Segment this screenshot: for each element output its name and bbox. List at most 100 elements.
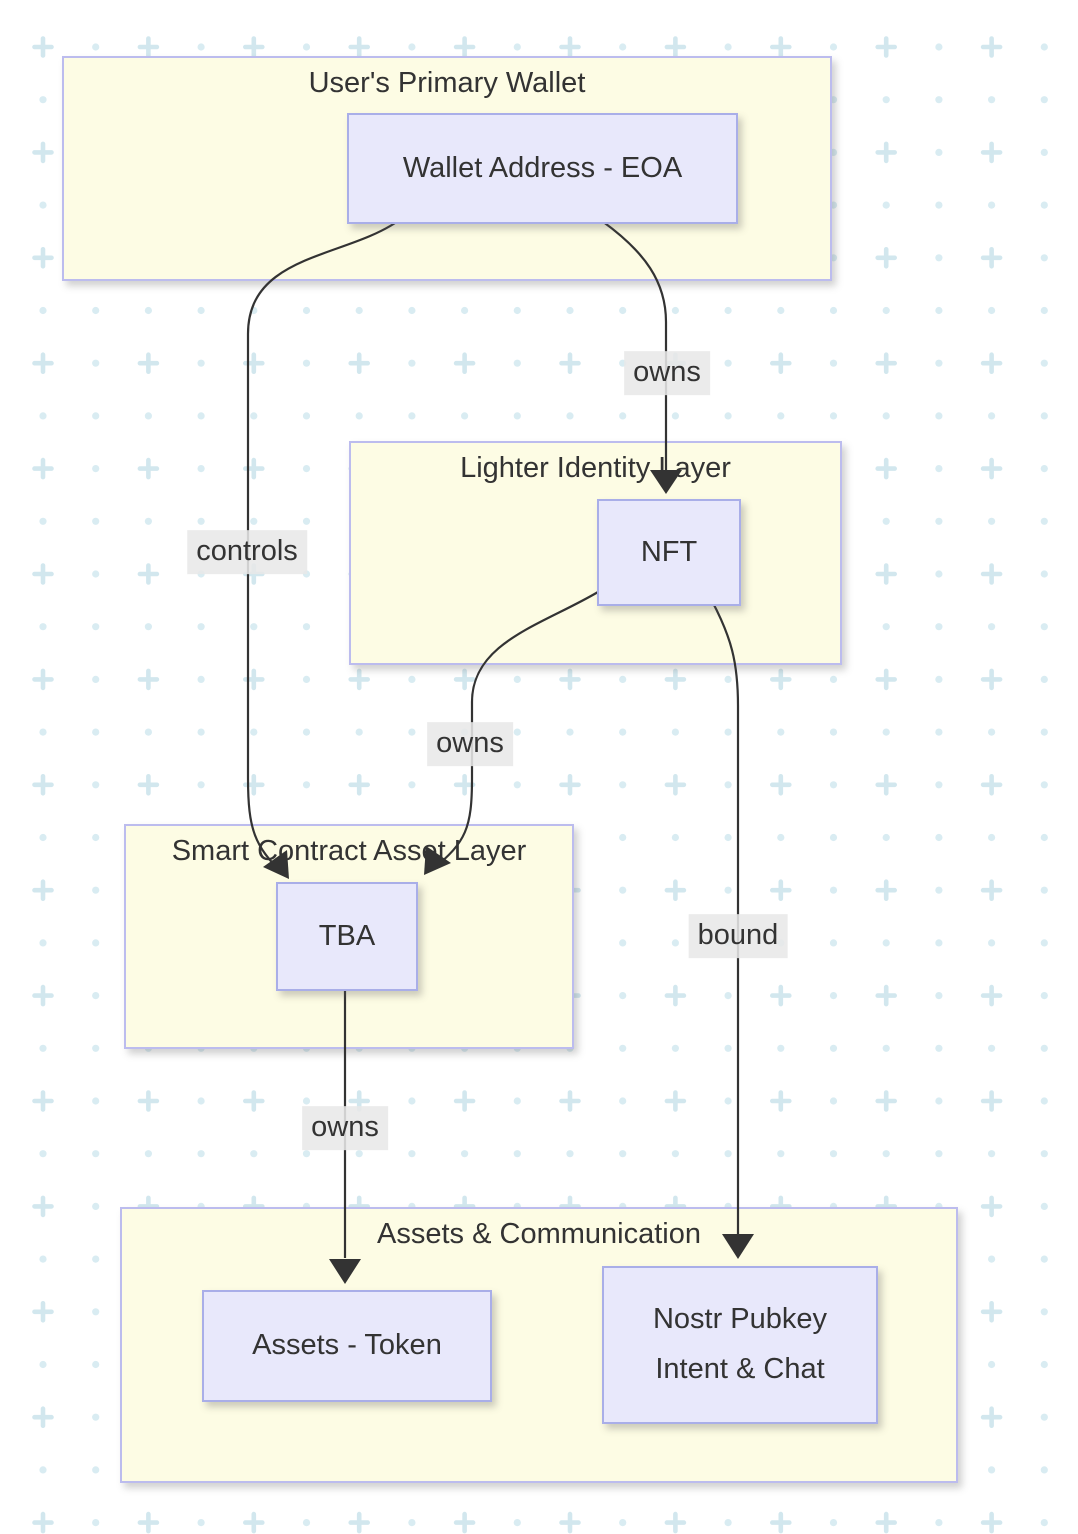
grid-dot: [408, 781, 416, 789]
grid-dot: [302, 412, 311, 420]
grid-dot: [513, 306, 521, 315]
grid-dot: [1040, 939, 1048, 947]
grid-dot: [39, 833, 47, 842]
grid-dot: [724, 833, 732, 842]
grid-dot: [671, 412, 680, 420]
cluster-title-users-primary-wallet: User's Primary Wallet: [308, 67, 586, 99]
grid-dot: [92, 359, 100, 367]
grid-dot: [619, 1044, 627, 1052]
grid-dot: [92, 1360, 100, 1369]
grid-dot: [671, 728, 680, 736]
node-label-nft: NFT: [640, 535, 698, 568]
node-tba: TBA: [276, 882, 418, 991]
grid-dot: [724, 1519, 732, 1527]
grid-dot: [1040, 201, 1048, 209]
grid-dot: [619, 1097, 627, 1105]
grid-dot: [92, 939, 100, 947]
grid-dot: [777, 1150, 785, 1158]
grid-dot: [1040, 886, 1048, 894]
grid-dot: [39, 306, 47, 315]
node-nft: NFT: [597, 499, 741, 606]
grid-dot: [777, 412, 785, 420]
grid-dot: [92, 728, 100, 736]
grid-dot: [1040, 1519, 1048, 1527]
grid-dot: [724, 1097, 732, 1105]
grid-dot: [39, 1360, 47, 1369]
grid-dot: [92, 623, 100, 631]
grid-dot: [619, 992, 627, 1000]
grid-dot: [724, 412, 732, 420]
edge-label-controls-eoa-tba: controls: [187, 530, 307, 574]
grid-dot: [935, 623, 943, 631]
grid-dot: [1040, 1360, 1048, 1369]
grid-dot: [39, 201, 47, 209]
grid-dot: [935, 359, 943, 367]
grid-dot: [144, 728, 152, 736]
grid-dot: [935, 728, 943, 736]
grid-dot: [882, 201, 890, 209]
grid-dot: [1040, 623, 1048, 631]
grid-dot: [302, 465, 311, 473]
grid-dot: [882, 517, 890, 525]
grid-dot: [935, 886, 943, 894]
grid-dot: [144, 412, 152, 420]
grid-dot: [566, 412, 574, 420]
grid-dot: [302, 43, 311, 51]
edge-label-owns-eoa-nft: owns: [624, 351, 710, 395]
grid-dot: [197, 412, 205, 420]
grid-dot: [39, 1255, 47, 1263]
grid-dot: [1040, 1308, 1048, 1316]
grid-dot: [92, 465, 100, 473]
grid-dot: [355, 728, 363, 736]
grid-dot: [724, 1044, 732, 1052]
grid-dot: [619, 412, 627, 420]
grid-dot: [935, 1097, 943, 1105]
grid-dot: [1040, 517, 1048, 525]
grid-dot: [39, 939, 47, 947]
grid-dot: [619, 728, 627, 736]
grid-dot: [92, 1097, 100, 1105]
grid-dot: [935, 43, 943, 51]
grid-dot: [1040, 781, 1048, 789]
node-label-nostr-pubkey-line2: Intent & Chat: [655, 1353, 825, 1385]
grid-dot: [355, 306, 363, 315]
grid-dot: [513, 1150, 521, 1158]
grid-dot: [724, 359, 732, 367]
grid-dot: [1040, 1466, 1048, 1474]
grid-dot: [39, 1466, 47, 1474]
grid-dot: [197, 1097, 205, 1105]
grid-dot: [829, 675, 838, 684]
grid-dot: [988, 939, 996, 947]
grid-dot: [408, 306, 416, 315]
grid-dot: [144, 1150, 152, 1158]
grid-dot: [882, 1150, 890, 1158]
grid-dot: [513, 728, 521, 736]
grid-dot: [988, 1255, 996, 1263]
grid-dot: [197, 623, 205, 631]
grid-dot: [1040, 465, 1048, 473]
grid-dot: [671, 306, 680, 315]
grid-dot: [1040, 96, 1048, 104]
grid-dot: [671, 1044, 680, 1052]
grid-dot: [619, 43, 627, 51]
grid-dot: [92, 517, 100, 525]
grid-dot: [461, 1150, 469, 1158]
grid-dot: [197, 675, 205, 684]
grid-dot: [566, 306, 574, 315]
grid-dot: [882, 306, 890, 315]
grid-dot: [619, 781, 627, 789]
grid-dot: [92, 992, 100, 1000]
grid-dot: [829, 833, 838, 842]
grid-dot: [355, 412, 363, 420]
grid-dot: [882, 833, 890, 842]
grid-dot: [935, 1150, 943, 1158]
grid-dot: [935, 201, 943, 209]
grid-dot: [724, 886, 732, 894]
grid-dot: [302, 675, 311, 684]
node-label-tba: TBA: [318, 919, 376, 952]
grid-dot: [92, 1308, 100, 1316]
grid-dot: [988, 517, 996, 525]
grid-dot: [513, 43, 521, 51]
grid-dot: [513, 1519, 521, 1527]
grid-dot: [197, 465, 205, 473]
